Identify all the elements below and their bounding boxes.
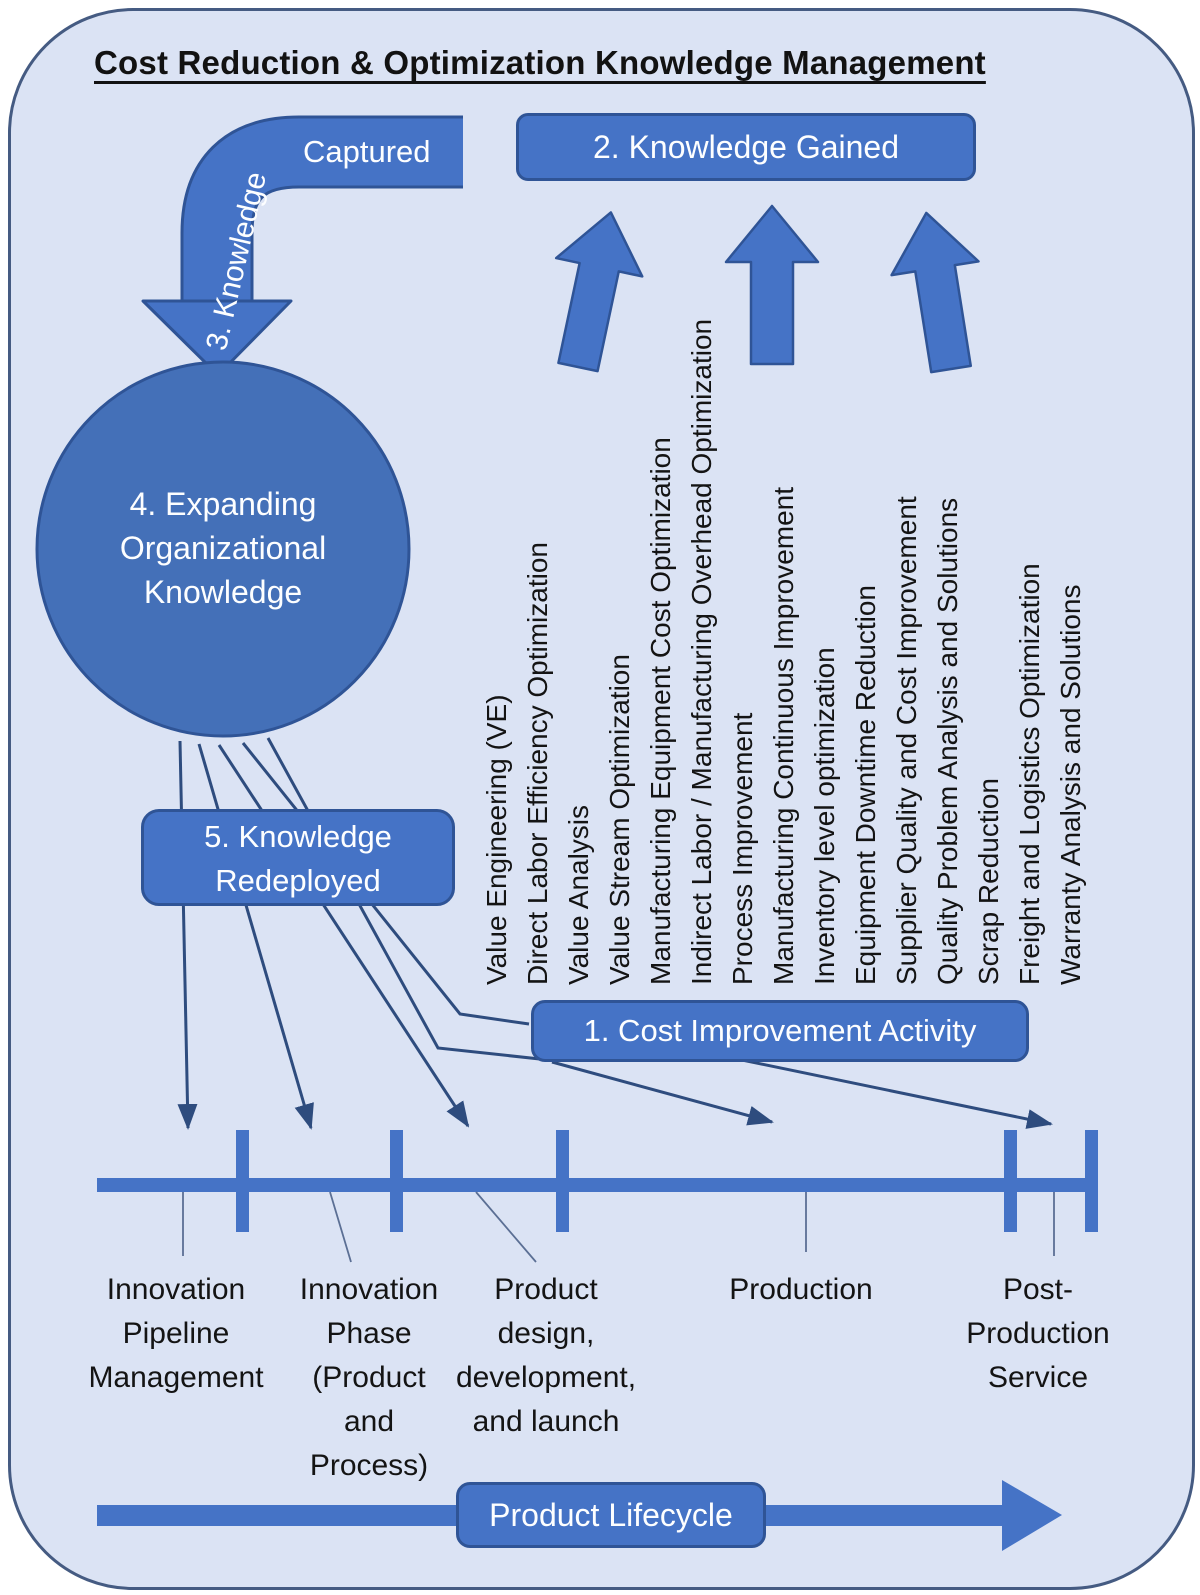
product-lifecycle-box: Product Lifecycle xyxy=(456,1482,766,1548)
phase-innovation-pipeline: Innovation Pipeline Management xyxy=(88,1273,264,1394)
activity-label: Manufacturing Equipment Cost Optimizatio… xyxy=(645,437,676,985)
phase-product-design: Product design, development, and launch xyxy=(455,1273,637,1438)
phase-production: Production xyxy=(729,1273,873,1306)
activity-label: Value Engineering (VE) xyxy=(481,694,512,985)
activity-label: Value Analysis xyxy=(563,804,594,985)
expanding-knowledge-label: 4. Expanding Organizational Knowledge xyxy=(119,486,327,610)
phase-post-production: Post- Production Service xyxy=(966,1273,1110,1394)
knowledge-redeployed-box: 5. Knowledge Redeployed xyxy=(141,809,455,906)
cost-improvement-activity-box: 1. Cost Improvement Activity xyxy=(531,1000,1029,1062)
knowledge-captured-arrow xyxy=(141,115,463,377)
lifecycle-timeline xyxy=(97,1130,1098,1232)
knowledge-gained-box: 2. Knowledge Gained xyxy=(516,113,976,181)
activity-label: Freight and Logistics Optimization xyxy=(1014,563,1045,985)
activity-label: Process Improvement xyxy=(727,712,758,985)
activity-label: Supplier Quality and Cost Improvement xyxy=(891,496,922,985)
expanding-knowledge-circle xyxy=(35,360,411,738)
activity-label: Inventory level optimization xyxy=(809,647,840,985)
activity-label: Warranty Analysis and Solutions xyxy=(1055,584,1086,986)
activity-label: Indirect Labor / Manufacturing Overhead … xyxy=(686,318,717,985)
phase-label-connectors xyxy=(182,1191,1055,1263)
phase-innovation-phase: Innovation Phase (Product and Process) xyxy=(299,1273,439,1482)
activity-label: Scrap Reduction xyxy=(973,777,1004,985)
knowledge-gained-arrows xyxy=(554,204,980,374)
knowledge-captured-label-top: Captured xyxy=(303,134,431,169)
activity-label: Direct Labor Efficiency Optimization xyxy=(522,542,553,985)
activity-label: Quality Problem Analysis and Solutions xyxy=(932,497,963,985)
activity-label: Value Stream Optimization xyxy=(604,654,635,985)
activity-label: Manufacturing Continuous Improvement xyxy=(768,486,799,985)
page-title: Cost Reduction & Optimization Knowledge … xyxy=(94,44,986,81)
activity-label: Equipment Downtime Reduction xyxy=(850,585,881,985)
